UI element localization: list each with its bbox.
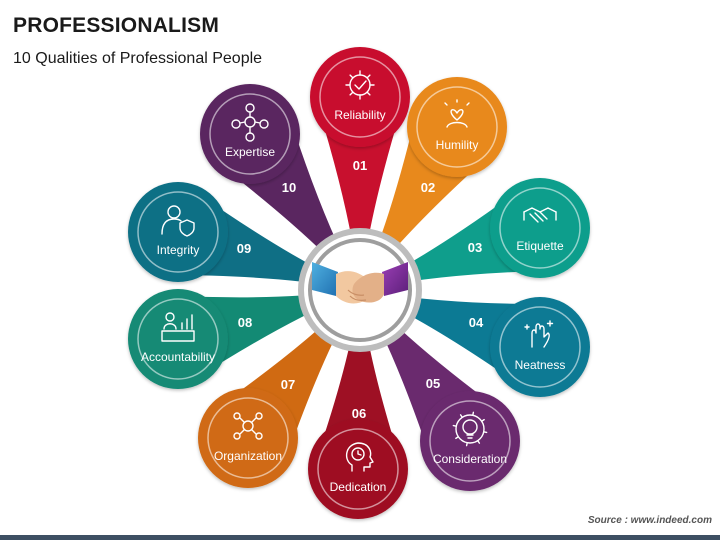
quality-label: Dedication (330, 480, 387, 494)
quality-label: Humility (436, 138, 479, 152)
quality-petal: Reliability 01 (310, 47, 410, 272)
quality-label: Neatness (515, 358, 566, 372)
petal-ring (207, 397, 289, 479)
petal-outer (128, 182, 228, 282)
quality-number: 10 (282, 180, 296, 195)
quality-petal: Dedication 06 (308, 307, 408, 519)
quality-number: 02 (421, 180, 435, 195)
people-network-icon (233, 412, 263, 440)
page-subtitle: 10 Qualities of Professional People (13, 50, 263, 67)
gear-check-icon (345, 70, 375, 100)
quality-number: 08 (238, 315, 252, 330)
petal-ring (137, 298, 219, 380)
quality-number: 04 (469, 315, 484, 330)
quality-petal: Humility 02 (366, 77, 507, 277)
petal-outer (407, 77, 507, 177)
petal-ring (499, 187, 581, 269)
quality-petal: Neatness 04 (376, 292, 590, 397)
quality-petal: Organization 07 (198, 302, 352, 488)
quality-label: Accountability (141, 350, 215, 364)
bottom-bar (0, 535, 720, 540)
handshake-icon (523, 207, 557, 223)
quality-number: 03 (468, 240, 482, 255)
lightbulb-gear-icon (452, 411, 488, 447)
person-chart-icon (161, 312, 195, 342)
petal-ring (319, 56, 401, 138)
petal-ring (209, 93, 291, 175)
quality-label: Consideration (433, 452, 507, 466)
petal-ring (317, 428, 399, 510)
quality-number: 06 (352, 406, 366, 421)
petal-ring (137, 191, 219, 273)
quality-label: Reliability (334, 108, 385, 122)
petal-outer (420, 391, 520, 491)
page-title: PROFESSIONALISM (13, 14, 220, 37)
user-shield-icon (161, 205, 195, 237)
quality-number: 01 (353, 158, 367, 173)
quality-label: Integrity (157, 243, 200, 257)
petal-ring (416, 86, 498, 168)
quality-number: 05 (426, 376, 440, 391)
petal-ring (499, 306, 581, 388)
quality-petal: Etiquette 03 (376, 178, 590, 287)
petal-outer (128, 289, 228, 389)
source-note: Source : www.indeed.com (587, 515, 712, 526)
petal-outer (200, 84, 300, 184)
handshake-photo-icon (312, 262, 408, 304)
petal-outer (308, 419, 408, 519)
heart-person-icon (444, 99, 470, 128)
quality-petal: Accountability 08 (128, 289, 344, 389)
center-hub (298, 228, 422, 352)
petal-outer (490, 178, 590, 278)
team-network-icon (231, 103, 269, 142)
sparkle-hand-icon (524, 320, 554, 348)
quality-number: 07 (281, 377, 295, 392)
head-clock-icon (345, 442, 374, 472)
quality-number: 09 (237, 241, 251, 256)
petal-outer (490, 297, 590, 397)
quality-petal: Expertise 10 (200, 84, 353, 278)
petal-outer (198, 388, 298, 488)
quality-petal: Consideration 05 (368, 302, 520, 491)
quality-label: Organization (214, 449, 282, 463)
petal-ring (429, 400, 511, 482)
quality-petal: Integrity 09 (128, 182, 344, 288)
quality-label: Etiquette (516, 239, 564, 253)
quality-label: Expertise (225, 145, 275, 159)
